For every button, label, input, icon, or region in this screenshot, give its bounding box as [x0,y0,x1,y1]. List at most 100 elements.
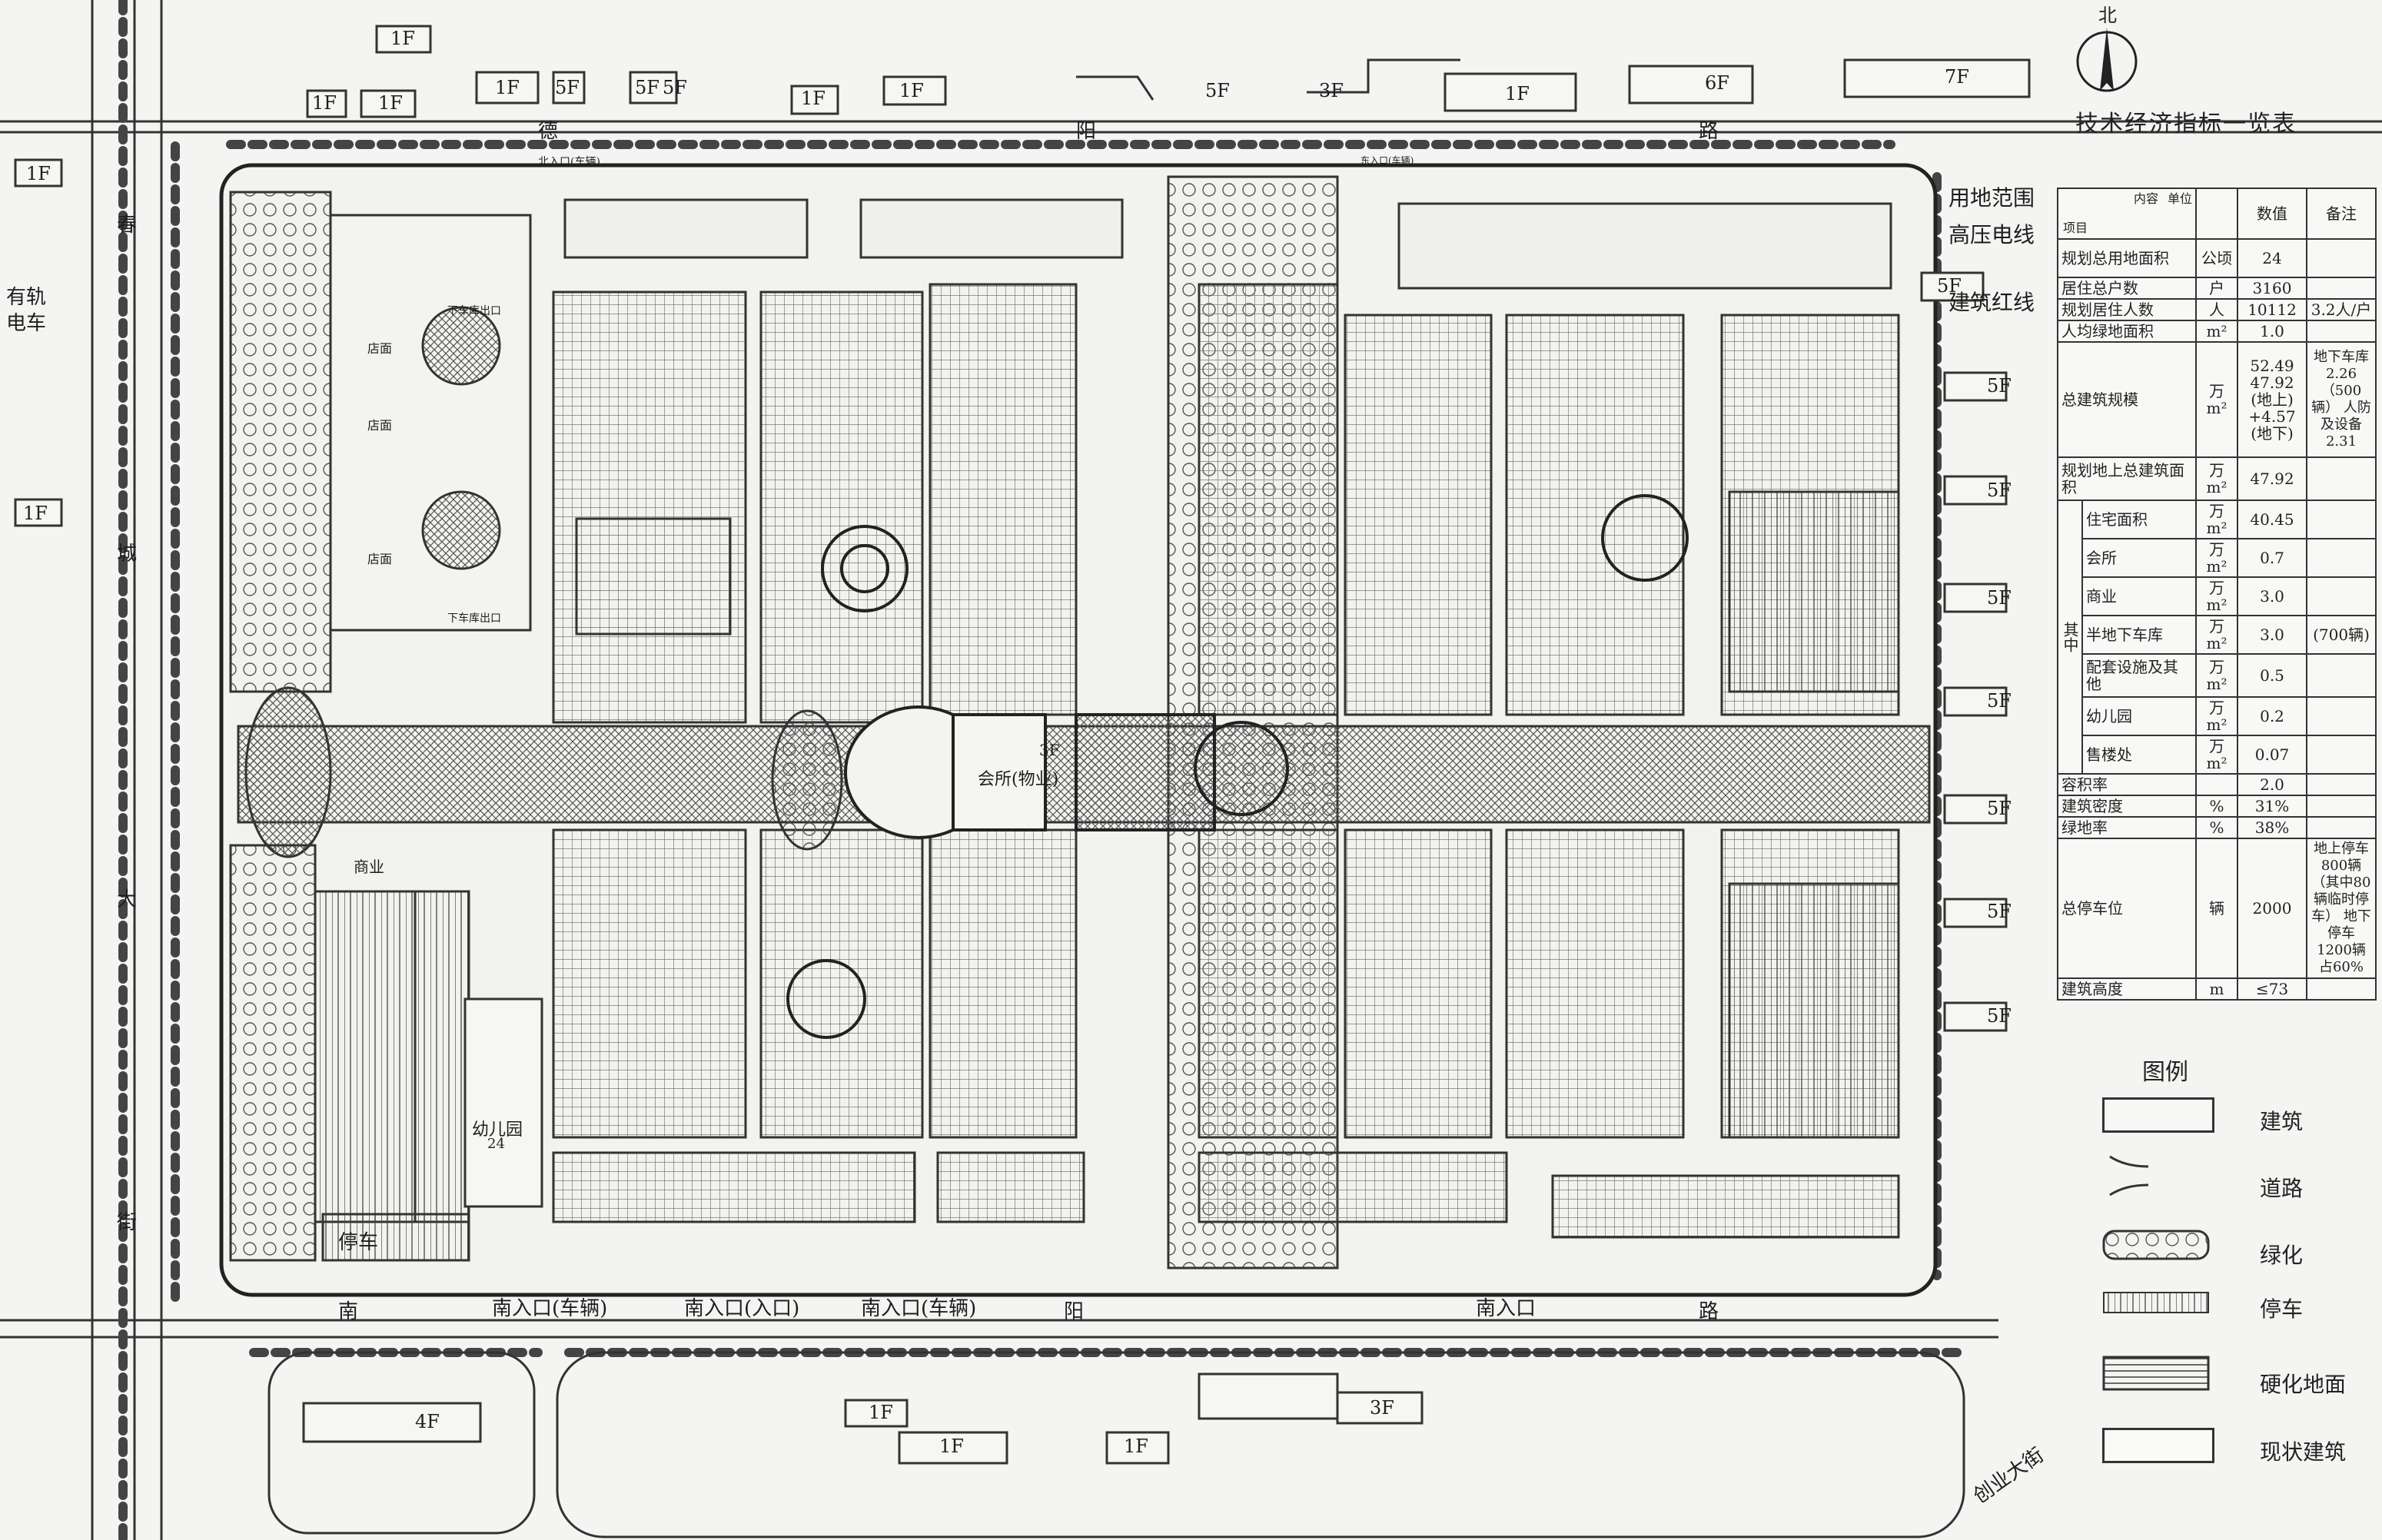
kindergarten-label: 幼儿园 [472,1120,523,1140]
building-floor-label: 1F [23,503,48,524]
parking-area-label: 停车 [338,1231,379,1254]
table-cell-unit: 万m² [2195,500,2238,539]
table-cell-remark [2306,816,2377,839]
legend-green-swatch [2102,1230,2210,1260]
table-cell-item: 建筑密度 [2057,795,2197,818]
table-cell-remark: 地下车库2.26（500辆） 人防及设备2.31 [2306,341,2377,458]
table-cell-unit: 万m² [2195,456,2238,501]
compass-north-label: 北 [2098,5,2117,26]
building-floor-label: 5F [663,77,687,98]
east-parking [1728,490,1900,1139]
table-cell-value: 0.2 [2237,696,2307,736]
building-floor-label: 5F [1205,80,1230,101]
round-features [786,494,1689,1039]
table-group-label: 其中 [2057,500,2083,775]
shop-label: 店面 [367,418,393,433]
context-buildings [14,25,2031,1465]
legend-building-swatch [2102,1097,2214,1133]
table-cell-remark [2306,500,2377,539]
table-cell-remark [2306,696,2377,736]
north-road-name: 路 [1699,120,1719,143]
table-cell-item: 容积率 [2057,773,2197,796]
building-floor-label: 1F [495,77,520,98]
table-cell-remark [2306,538,2377,578]
table-cell-item: 总建筑规模 [2057,341,2197,458]
table-cell-remark [2306,977,2377,1001]
table-cell-remark [2306,773,2377,796]
building-floor-label: 1F [1124,1435,1148,1457]
central-plaza [1075,713,1216,831]
clubhouse-floor-label: 3F [1039,741,1060,759]
legend-parking-swatch [2103,1292,2209,1313]
header-value-label: 数值 [2237,188,2307,240]
building-floor-label: 1F [801,88,826,109]
table-cell-remark: 3.2人/户 [2306,298,2377,321]
table-cell-unit: 万m² [2195,576,2238,616]
table-cell-unit: 万m² [2195,538,2238,578]
table-cell-value: 2.0 [2237,773,2307,796]
table-cell-value: 40.45 [2237,500,2307,539]
table-title: 技术经济指标一览表 [2075,111,2297,138]
east-floor-label: 5F [1987,690,2012,712]
table-cell-remark: (700辆) [2306,615,2377,655]
south-road-name: 阳 [1064,1300,1085,1323]
table-cell-item: 规划居住人数 [2057,298,2197,321]
table-cell-item: 商业 [2081,576,2197,616]
table-cell-unit: 万m² [2195,341,2238,458]
table-cell-unit: % [2195,795,2238,818]
red-line-label: 建筑红线 [1948,290,2035,315]
legend-existing-building-label: 现状建筑 [2260,1439,2347,1465]
east-floor-label: 5F [1987,587,2012,609]
west-street-name: 春 [117,214,138,237]
west-street-name: 城 [117,543,138,566]
table-cell-unit: m [2195,977,2238,1001]
table-cell-value: 47.92 [2237,456,2307,501]
building-floor-label: 4F [415,1411,440,1432]
west-street-name: 大 [117,888,138,911]
building-floor-label: 1F [899,80,924,101]
table-cell-item: 总停车位 [2057,838,2197,979]
mid-oval [771,709,843,851]
legend-existing-building-swatch [2102,1428,2214,1463]
legend-title: 图例 [2142,1059,2188,1086]
table-cell-unit: % [2195,816,2238,839]
west-zone [229,191,732,1262]
table-cell-value: 38% [2237,816,2307,839]
east-floor-label: 5F [1937,275,1962,297]
table-cell-remark [2306,456,2377,501]
table-cell-unit: 万m² [2195,735,2238,775]
table-cell-unit: 万m² [2195,615,2238,655]
kindergarten-sub-label: 24 [487,1136,505,1152]
building-floor-label: 1F [26,163,51,184]
table-cell-item: 规划地上总建筑面积 [2057,456,2197,501]
header-unit-col [2195,188,2238,240]
legend-hard-surface-swatch [2102,1356,2210,1391]
header-content-label: 内容 [2133,191,2158,206]
legend-hard-surface-label: 硬化地面 [2260,1372,2347,1397]
building-floor-label: 5F [635,77,659,98]
south-entrance-label: 南入口 [1476,1297,1537,1320]
south-entrance-label: 南入口(入口) [684,1297,800,1320]
shop-label: 店面 [367,341,393,356]
table-cell-unit: 公顷 [2195,238,2238,278]
north-road-name: 德 [538,120,559,143]
south-outer-blocks [267,1351,1965,1538]
building-floor-label: 1F [312,92,337,114]
table-cell-unit [2195,773,2238,796]
table-cell-remark [2306,653,2377,698]
table-cell-value: ≤73 [2237,977,2307,1001]
table-cell-item: 半地下车库 [2081,615,2197,655]
header-remark-label: 备注 [2306,188,2377,240]
table-cell-remark: 地上停车800辆（其中80辆临时停车） 地下停车1200辆占60% [2306,838,2377,979]
table-cell-item: 配套设施及其他 [2081,653,2197,698]
table-cell-item: 绿地率 [2057,816,2197,839]
legend-building-label: 建筑 [2260,1109,2304,1134]
clubhouse-label: 会所(物业) [978,770,1059,789]
table-cell-item: 规划总用地面积 [2057,238,2197,278]
building-floor-label: 5F [555,77,580,98]
north-east-entrance-label: 东入口(车辆) [1360,155,1414,166]
legend-green-label: 绿化 [2260,1243,2304,1268]
building-floor-label: 1F [1505,83,1530,105]
legend-parking-label: 停车 [2260,1296,2304,1322]
